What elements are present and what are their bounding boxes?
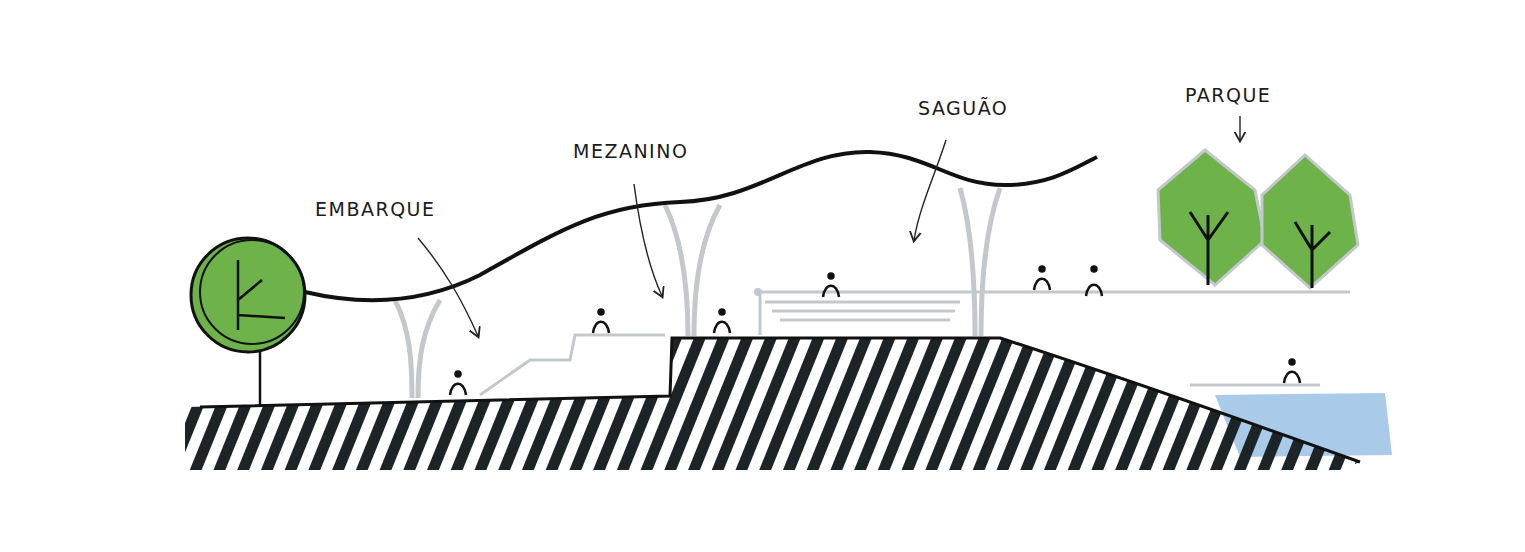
area-label: EMBARQUE <box>315 198 436 220</box>
area-label: SAGUÃO <box>918 97 1008 119</box>
area-label: PARQUE <box>1185 84 1271 106</box>
area-label: MEZANINO <box>573 140 688 162</box>
